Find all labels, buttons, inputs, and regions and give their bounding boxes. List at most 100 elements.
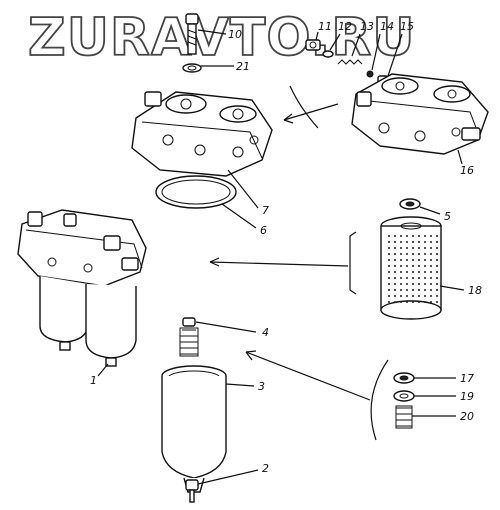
perforation-dot	[388, 241, 390, 243]
perforation-dot	[424, 241, 426, 243]
washer-part-21	[182, 63, 202, 73]
label-19: 19	[460, 390, 474, 403]
drain-plug-part-2	[185, 479, 199, 503]
perforation-dot	[412, 247, 414, 249]
perforation-dot	[436, 271, 438, 273]
perforation-dot	[406, 235, 408, 237]
perforation-dot	[394, 301, 396, 303]
perforation-dot	[406, 283, 408, 285]
perforation-dot	[424, 253, 426, 255]
perforation-dot	[394, 265, 396, 267]
perforation-dot	[412, 277, 414, 279]
perforation-dot	[424, 247, 426, 249]
perforation-dot	[388, 301, 390, 303]
label-10: 10	[228, 28, 242, 41]
perforation-dot	[412, 235, 414, 237]
perforation-dot	[400, 235, 402, 237]
perforation-dot	[430, 241, 432, 243]
perforation-dot	[394, 241, 396, 243]
perforation-dot	[436, 241, 438, 243]
label-12: 12	[338, 20, 352, 33]
label-5: 5	[444, 210, 451, 223]
perforation-dot	[418, 283, 420, 285]
filter-perforations	[388, 235, 438, 303]
perforation-dot	[436, 295, 438, 297]
perforation-dot	[430, 271, 432, 273]
perforation-dot	[388, 277, 390, 279]
label-2: 2	[262, 462, 269, 475]
perforation-dot	[394, 283, 396, 285]
perforation-dot	[406, 271, 408, 273]
washer-part-12	[322, 50, 334, 58]
perforation-dot	[430, 301, 432, 303]
perforation-dot	[430, 289, 432, 291]
label-11: 11	[318, 20, 332, 33]
perforation-dot	[418, 265, 420, 267]
perforation-dot	[388, 283, 390, 285]
perforation-dot	[424, 289, 426, 291]
filter-housing-part-16	[351, 73, 489, 155]
perforation-dot	[394, 289, 396, 291]
perforation-dot	[394, 271, 396, 273]
perforation-dot	[394, 295, 396, 297]
label-4: 4	[262, 326, 269, 339]
label-6: 6	[260, 224, 267, 237]
perforation-dot	[436, 259, 438, 261]
watermark-text: ZURAVTO.RU	[28, 8, 415, 68]
label-15: 15	[400, 20, 414, 33]
label-1: 1	[90, 374, 97, 387]
perforation-dot	[388, 247, 390, 249]
perforation-dot	[400, 283, 402, 285]
perforation-dot	[412, 289, 414, 291]
perforation-dot	[412, 241, 414, 243]
perforation-dot	[430, 277, 432, 279]
gasket-part-6	[155, 175, 237, 209]
washer-part-5	[399, 198, 421, 210]
assembled-filter-part-1	[17, 209, 147, 367]
perforation-dot	[418, 277, 420, 279]
label-20: 20	[460, 410, 474, 423]
perforation-dot	[418, 235, 420, 237]
label-7: 7	[262, 204, 269, 217]
perforation-dot	[406, 253, 408, 255]
perforation-dot	[430, 247, 432, 249]
perforation-dot	[388, 265, 390, 267]
perforation-dot	[430, 259, 432, 261]
ball-part-14	[366, 70, 374, 78]
arrow-to-bowl	[245, 350, 389, 441]
fitting-part-11	[305, 39, 321, 51]
perforation-dot	[412, 271, 414, 273]
perforation-dot	[424, 259, 426, 261]
perforation-dot	[400, 295, 402, 297]
perforation-dot	[388, 271, 390, 273]
perforation-dot	[394, 235, 396, 237]
perforation-dot	[418, 271, 420, 273]
perforation-dot	[412, 253, 414, 255]
perforation-dot	[436, 265, 438, 267]
perforation-dot	[400, 265, 402, 267]
perforation-dot	[406, 289, 408, 291]
perforation-dot	[400, 271, 402, 273]
label-14: 14	[380, 20, 394, 33]
perforation-dot	[430, 235, 432, 237]
perforation-dot	[424, 283, 426, 285]
perforation-dot	[388, 235, 390, 237]
perforation-dot	[406, 295, 408, 297]
spring-part-13	[337, 59, 363, 65]
perforation-dot	[400, 277, 402, 279]
perforation-dot	[436, 253, 438, 255]
label-3: 3	[258, 380, 265, 393]
label-21: 21	[236, 60, 250, 73]
cap-part-17	[393, 372, 415, 384]
perforation-dot	[412, 265, 414, 267]
washer-part-19	[393, 390, 415, 402]
perforation-dot	[406, 265, 408, 267]
perforation-dot	[400, 259, 402, 261]
perforation-dot	[418, 289, 420, 291]
perforation-dot	[412, 295, 414, 297]
label-18: 18	[468, 284, 482, 297]
perforation-dot	[388, 289, 390, 291]
bolt-part-10	[185, 13, 199, 55]
